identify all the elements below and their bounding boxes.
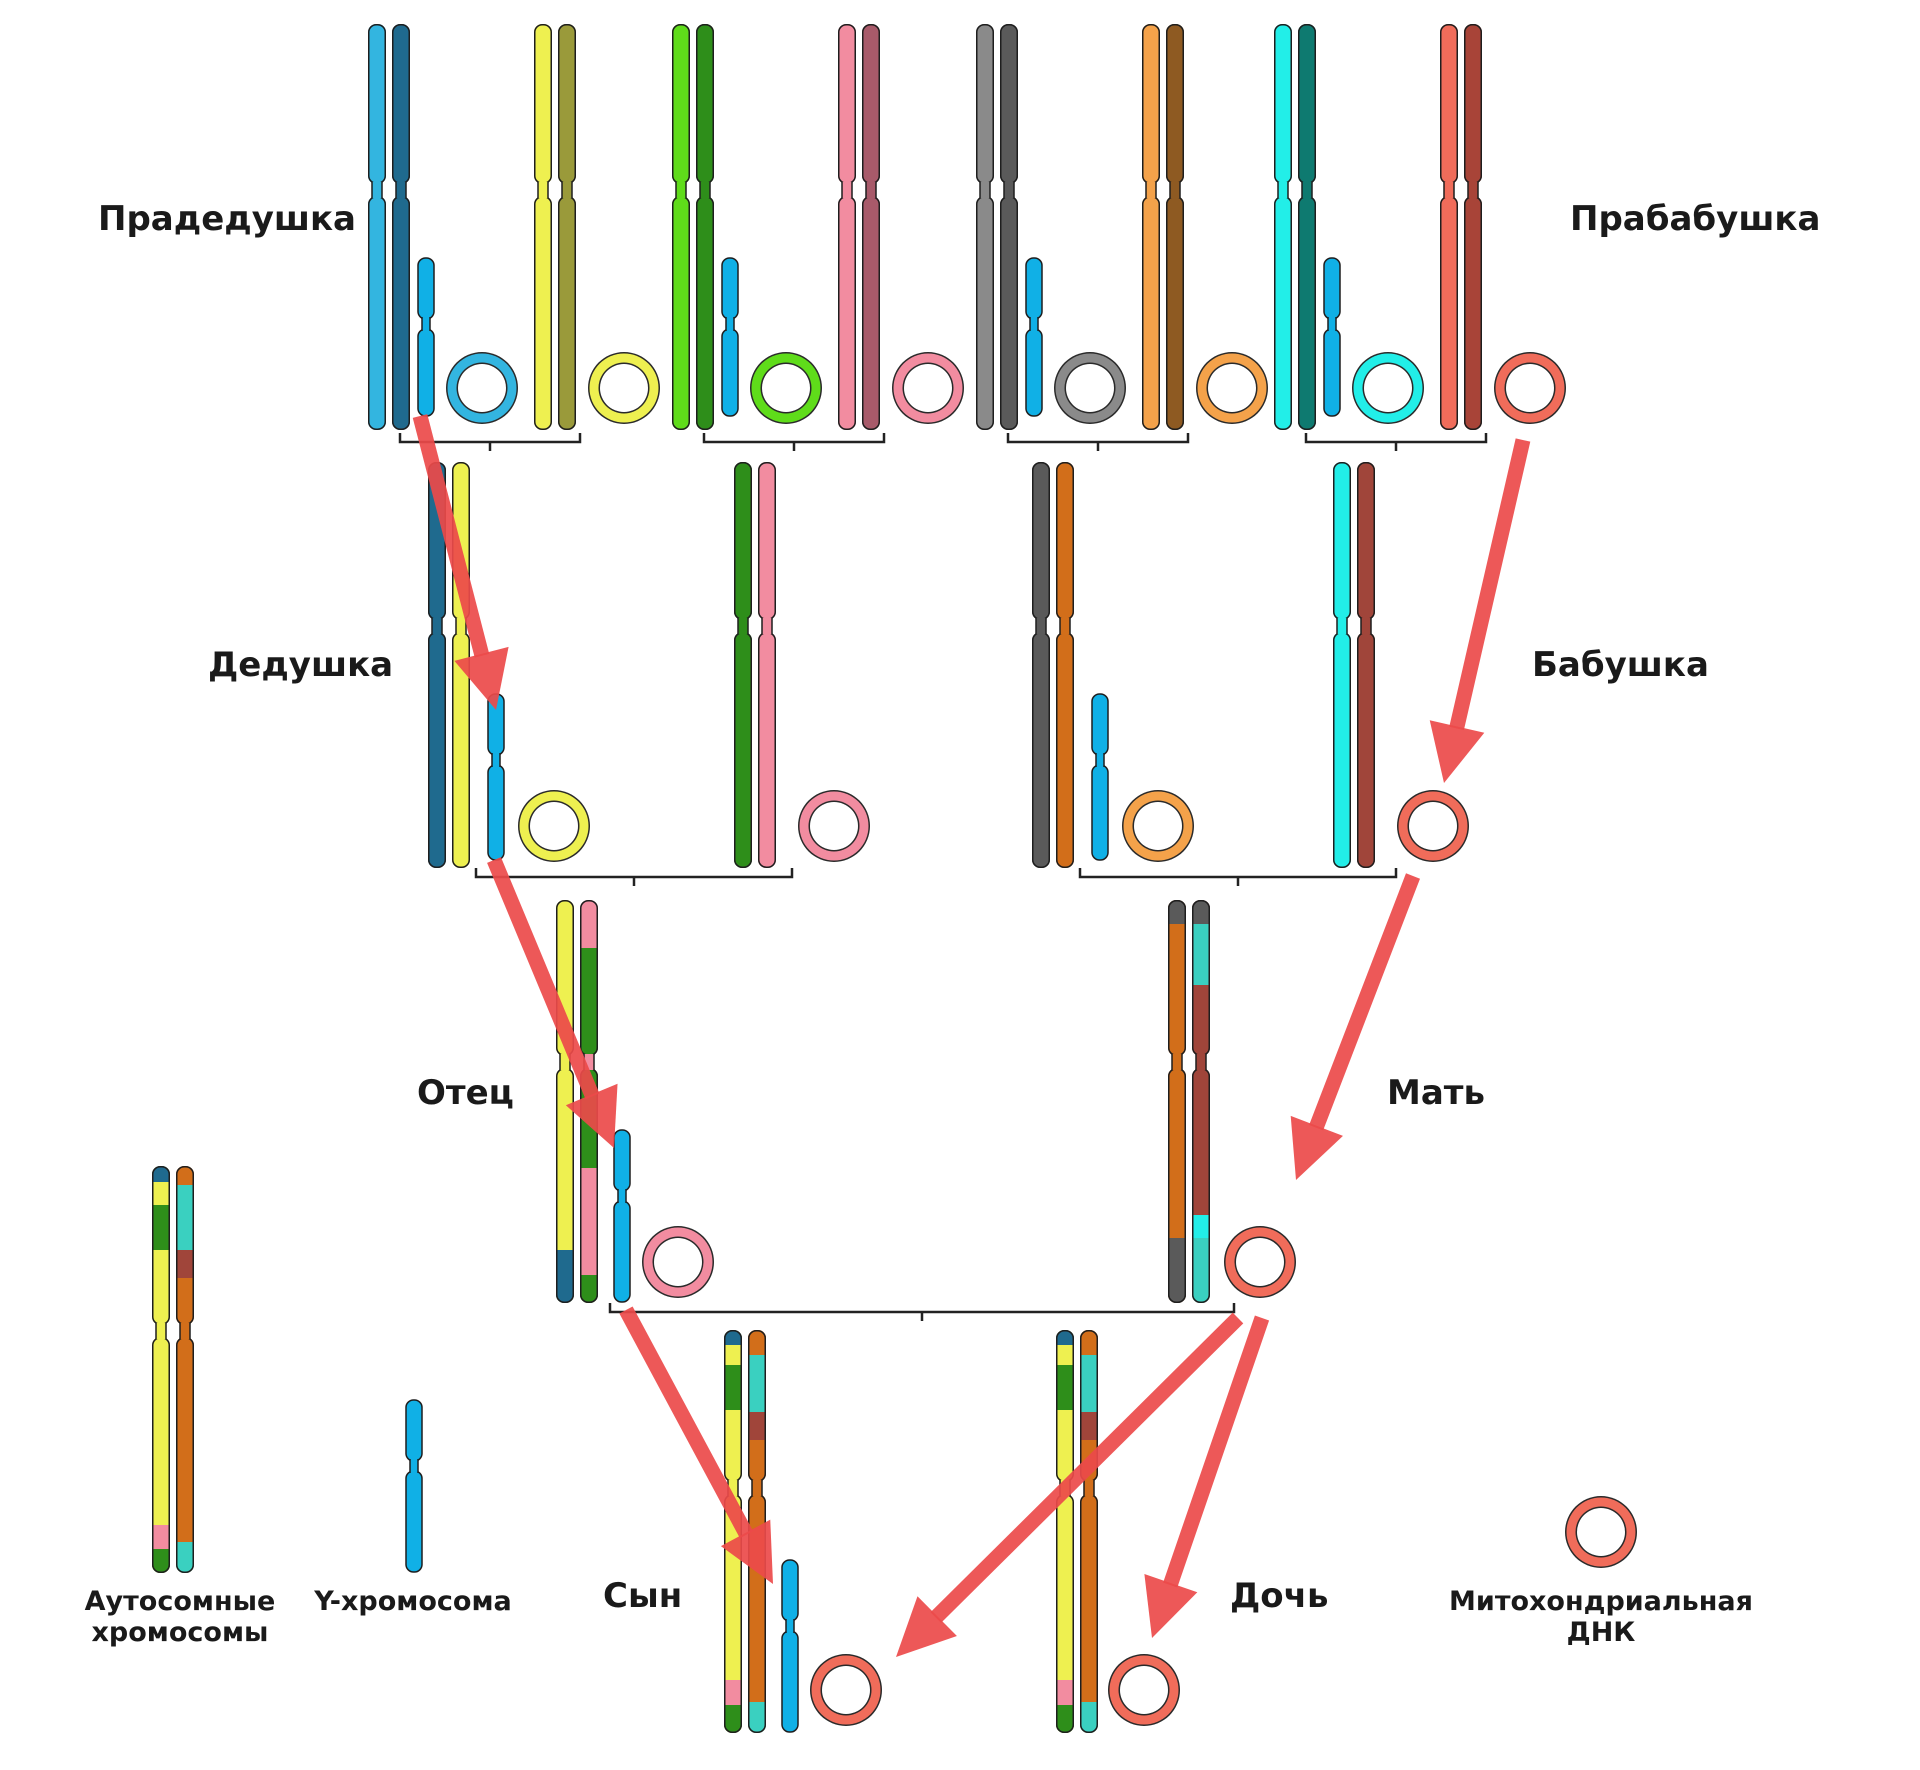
ggm3-mtdna-ring (1196, 352, 1268, 424)
label-daughter: Дочь (1230, 1576, 1328, 1616)
grandmother-a-mtdna-ring (798, 790, 870, 862)
ggf3-mtdna-ring (1054, 352, 1126, 424)
ggm2-chromosome-b (862, 24, 880, 430)
legend-mtdna-line2: ДНК (1567, 1617, 1636, 1648)
grandmother-a-chromosome-b (758, 462, 776, 868)
label-great-grandmother: Прабабушка (1570, 199, 1820, 239)
pair-brackets (398, 433, 1488, 1321)
arrow-mtdna-mother-to-son (896, 1312, 1244, 1657)
label-son: Сын (603, 1576, 682, 1616)
inheritance-arrows (412, 414, 1531, 1657)
legend-autosome-a (152, 1166, 170, 1573)
ggf2-chromosome-b (696, 24, 714, 430)
grandfather-a-chromosome-a (428, 462, 446, 868)
legend-y-chromosome: Y-хромосома (313, 1586, 512, 1617)
ggen-pair-bracket-4 (1304, 433, 1488, 451)
legend-y-chromosome (405, 1399, 423, 1573)
daughter-mtdna-ring (1108, 1654, 1180, 1726)
ggf4-chromosome-a (1274, 24, 1292, 430)
ggm1-chromosome-b (558, 24, 576, 430)
mother-mtdna-ring (1224, 1226, 1296, 1298)
arrow-y-gen2-to-gen3 (487, 857, 618, 1148)
gen2-pair-bracket-2 (1078, 868, 1398, 886)
legend-autosomes-line1: Аутосомные (85, 1586, 276, 1617)
label-father: Отец (417, 1073, 514, 1113)
ggm3-chromosome-b (1166, 24, 1184, 430)
father-chromosome-a (556, 900, 574, 1303)
grandfather-a-mtdna-ring (518, 790, 590, 862)
ggen-pair-bracket-1 (398, 433, 582, 451)
grandfather-b-y-chromosome (1091, 693, 1109, 861)
ggf2-chromosome-a (672, 24, 690, 430)
grandmother-a-chromosome-a (734, 462, 752, 868)
ggf2-y-chromosome (721, 257, 739, 417)
label-mother: Мать (1387, 1073, 1485, 1113)
legend-mtdna-line1: Митохондриальная (1449, 1586, 1753, 1617)
legend-mtdna-ring (1565, 1496, 1637, 1568)
label-grandmother: Бабушка (1532, 645, 1709, 685)
ggf3-chromosome-a (976, 24, 994, 430)
arrow-mtdna-gen1-to-gen2 (1429, 438, 1531, 783)
ggf3-y-chromosome (1025, 257, 1043, 417)
ggm4-chromosome-a (1440, 24, 1458, 430)
gen2-pair-bracket-1 (474, 868, 794, 886)
ggf2-mtdna-ring (750, 352, 822, 424)
gen3-pair-bracket (608, 1303, 1236, 1321)
daughter-chromosome-b (1080, 1330, 1098, 1733)
ggf4-chromosome-b (1298, 24, 1316, 430)
grandfather-b-chromosome-a (1032, 462, 1050, 868)
father-y-chromosome (613, 1129, 631, 1303)
arrow-mtdna-gen2-to-gen3 (1290, 873, 1420, 1180)
grandfather-b-mtdna-ring (1122, 790, 1194, 862)
chromosomes-layer (152, 24, 1637, 1733)
arrow-y-gen3-to-son (619, 1306, 773, 1584)
ggm4-chromosome-b (1464, 24, 1482, 430)
generation-labels: Прадедушка Прабабушка Дедушка Бабушка От… (98, 199, 1820, 1616)
legend: Аутосомные хромосомы Y-хромосома Митохон… (85, 1586, 1753, 1648)
son-y-chromosome (781, 1559, 799, 1733)
grandmother-b-chromosome-b (1357, 462, 1375, 868)
grandmother-b-mtdna-ring (1397, 790, 1469, 862)
legend-autosomes-line2: хромосомы (92, 1617, 269, 1648)
grandfather-a-y-chromosome (487, 693, 505, 861)
ggm4-mtdna-ring (1494, 352, 1566, 424)
ggf1-y-chromosome (417, 257, 435, 417)
ggf4-mtdna-ring (1352, 352, 1424, 424)
ggf1-chromosome-b (392, 24, 410, 430)
mother-chromosome-a (1168, 900, 1186, 1303)
ggen-pair-bracket-2 (702, 433, 886, 451)
ggen-pair-bracket-3 (1006, 433, 1190, 451)
grandmother-b-chromosome-a (1333, 462, 1351, 868)
ggm2-mtdna-ring (892, 352, 964, 424)
ggm1-mtdna-ring (588, 352, 660, 424)
legend-autosome-b (176, 1166, 194, 1573)
daughter-chromosome-a (1056, 1330, 1074, 1733)
ggm1-chromosome-a (534, 24, 552, 430)
ggm2-chromosome-a (838, 24, 856, 430)
ggf3-chromosome-b (1000, 24, 1018, 430)
ggf1-chromosome-a (368, 24, 386, 430)
ggm3-chromosome-a (1142, 24, 1160, 430)
label-grandfather: Дедушка (208, 645, 393, 685)
mother-chromosome-b (1192, 900, 1210, 1303)
arrow-y-gen1-to-gen2 (412, 414, 509, 710)
father-mtdna-ring (642, 1226, 714, 1298)
label-great-grandfather: Прадедушка (98, 199, 356, 239)
grandfather-b-chromosome-b (1056, 462, 1074, 868)
arrow-mtdna-mother-to-daughter (1144, 1315, 1270, 1638)
ggf1-mtdna-ring (446, 352, 518, 424)
son-mtdna-ring (810, 1654, 882, 1726)
ggf4-y-chromosome (1323, 257, 1341, 417)
